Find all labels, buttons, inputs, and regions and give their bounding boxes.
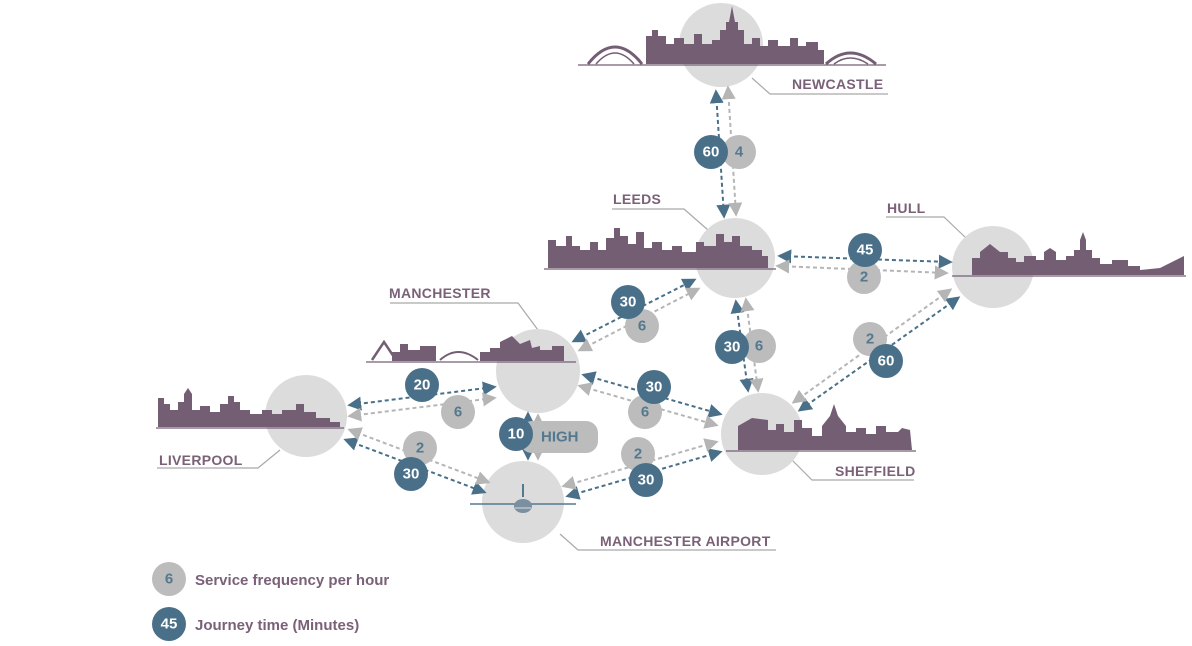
manchester-leader: [390, 302, 539, 331]
manchester-skyline-icon: [366, 336, 576, 363]
badge-journey-leeds-sheffield: 30: [715, 330, 749, 364]
svg-text:30: 30: [620, 294, 637, 311]
badge-journey-newcastle-leeds: 60: [694, 135, 728, 169]
hull-skyline-icon: [952, 232, 1186, 277]
badge-frequency-leeds-hull: 2: [847, 260, 881, 294]
svg-text:30: 30: [638, 472, 655, 489]
badge-journey-manchester-leeds: 30: [611, 285, 645, 319]
svg-text:6: 6: [755, 338, 763, 355]
legend-journey-label: Journey time (Minutes): [195, 617, 359, 634]
svg-text:6: 6: [638, 318, 646, 335]
svg-text:45: 45: [161, 616, 178, 633]
svg-text:2: 2: [860, 269, 868, 286]
svg-text:2: 2: [866, 331, 874, 348]
legend: 6 Service frequency per hour 45 Journey …: [152, 562, 389, 641]
badge-journey-leeds-hull: 45: [848, 233, 882, 267]
badge-frequency-manchester-airport: HIGH: [520, 421, 598, 453]
newcastle-skyline-icon: [578, 6, 886, 66]
city-label-newcastle: NEWCASTLE: [792, 76, 883, 92]
badge-journey-airport-sheffield: 30: [629, 463, 663, 497]
liverpool-leader: [157, 449, 281, 469]
svg-text:HIGH: HIGH: [541, 429, 579, 446]
svg-text:60: 60: [703, 144, 720, 161]
legend-frequency-label: Service frequency per hour: [195, 572, 389, 589]
legend-frequency-swatch: 6: [152, 562, 186, 596]
sheffield-skyline-icon: [726, 404, 916, 452]
airplane-icon: [470, 484, 576, 513]
svg-text:45: 45: [857, 242, 874, 259]
svg-text:30: 30: [724, 339, 741, 356]
svg-text:4: 4: [735, 144, 744, 161]
leader-lines: [157, 77, 967, 551]
badge-journey-hull-sheffield: 60: [869, 344, 903, 378]
svg-text:6: 6: [454, 404, 462, 421]
badge-frequency-newcastle-leeds: 4: [722, 135, 756, 169]
city-label-sheffield: SHEFFIELD: [835, 463, 915, 479]
svg-text:2: 2: [634, 446, 642, 463]
svg-text:30: 30: [646, 379, 663, 396]
svg-text:10: 10: [508, 426, 525, 443]
airport-leader: [559, 533, 776, 551]
hull-leader: [886, 216, 967, 239]
svg-text:6: 6: [641, 404, 649, 421]
badge-frequency-liverpool-manchester: 6: [441, 395, 475, 429]
svg-text:20: 20: [414, 377, 431, 394]
city-label-manchester-airport: MANCHESTER AIRPORT: [600, 533, 771, 549]
svg-text:6: 6: [165, 571, 173, 588]
badge-journey-manchester-airport: 10: [499, 417, 533, 451]
badge-journey-manchester-sheffield: 30: [637, 370, 671, 404]
city-label-leeds: LEEDS: [613, 191, 661, 207]
badge-frequency-liverpool-airport: 2: [403, 431, 437, 465]
leeds-skyline-icon: [544, 228, 776, 270]
leeds-leader: [612, 208, 709, 231]
svg-text:2: 2: [416, 440, 424, 457]
badge-frequency-airport-sheffield: 2: [621, 437, 655, 471]
city-label-liverpool: LIVERPOOL: [159, 452, 243, 468]
svg-text:30: 30: [403, 466, 420, 483]
badge-journey-liverpool-manchester: 20: [405, 368, 439, 402]
badge-frequency-leeds-sheffield: 6: [742, 329, 776, 363]
city-label-hull: HULL: [887, 200, 926, 216]
legend-journey-swatch: 45: [152, 607, 186, 641]
sheffield-leader: [789, 457, 914, 481]
svg-text:60: 60: [878, 353, 895, 370]
liverpool-skyline-icon: [156, 388, 344, 429]
city-labels: NEWCASTLE LEEDS HULL MANCHESTER LIVERPOO…: [159, 76, 926, 549]
newcastle-leader: [751, 77, 888, 95]
city-label-manchester: MANCHESTER: [389, 285, 491, 301]
badge-journey-liverpool-airport: 30: [394, 457, 428, 491]
